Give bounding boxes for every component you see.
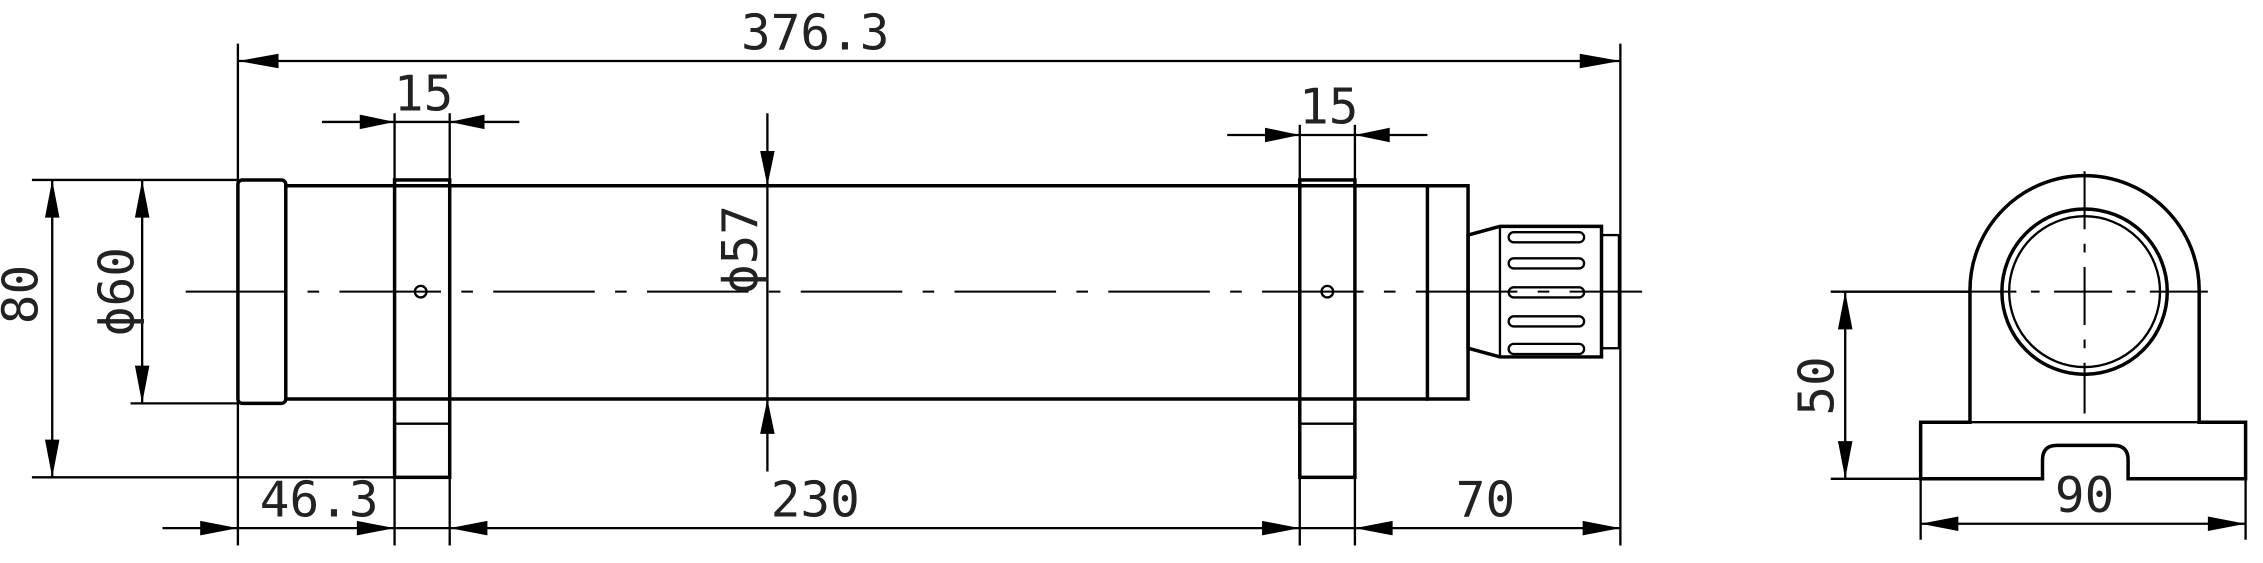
dim-bottom-chain: 46.3 230 70: [162, 471, 1621, 536]
dim-end-cap-diameter-label: ϕ60: [87, 247, 145, 336]
dim-overall-length: 376.3: [237, 3, 1621, 69]
dim-left-flange-width-label: 15: [394, 64, 453, 122]
dim-center-height-label: 50: [1788, 356, 1846, 415]
dim-right-flange-width-label: 15: [1299, 77, 1358, 135]
dim-right-extension-label: 70: [1456, 471, 1515, 529]
dim-body-diameter-label: ϕ57: [711, 205, 769, 294]
dim-overall-length-label: 376.3: [741, 3, 889, 61]
right-flange: [1298, 178, 1357, 480]
dim-base-width-label: 90: [2055, 466, 2114, 524]
end-view: 50 90: [1788, 171, 2248, 540]
dim-overall-height-label: 80: [0, 265, 50, 324]
right-flange-hole: [1320, 284, 1335, 299]
side-view: 376.3 15 15 ϕ57 ϕ60: [0, 3, 1643, 546]
dim-center-height: 50: [1788, 291, 1853, 479]
dim-end-cap-diameter: ϕ60: [87, 179, 150, 404]
dim-right-flange-width: 15: [1227, 77, 1428, 143]
dim-base-width: 90: [1920, 466, 2246, 532]
dim-overall-height: 80: [0, 179, 60, 478]
bracket-outline: [1918, 173, 2248, 481]
dim-offset-left-label: 46.3: [260, 471, 379, 529]
left-flange-hole: [413, 284, 428, 299]
dim-between-flanges-label: 230: [771, 471, 860, 529]
dim-left-flange-width: 15: [322, 64, 520, 130]
left-flange: [392, 178, 452, 480]
dim-body-diameter: ϕ57: [711, 113, 775, 472]
connector: [1466, 224, 1621, 359]
